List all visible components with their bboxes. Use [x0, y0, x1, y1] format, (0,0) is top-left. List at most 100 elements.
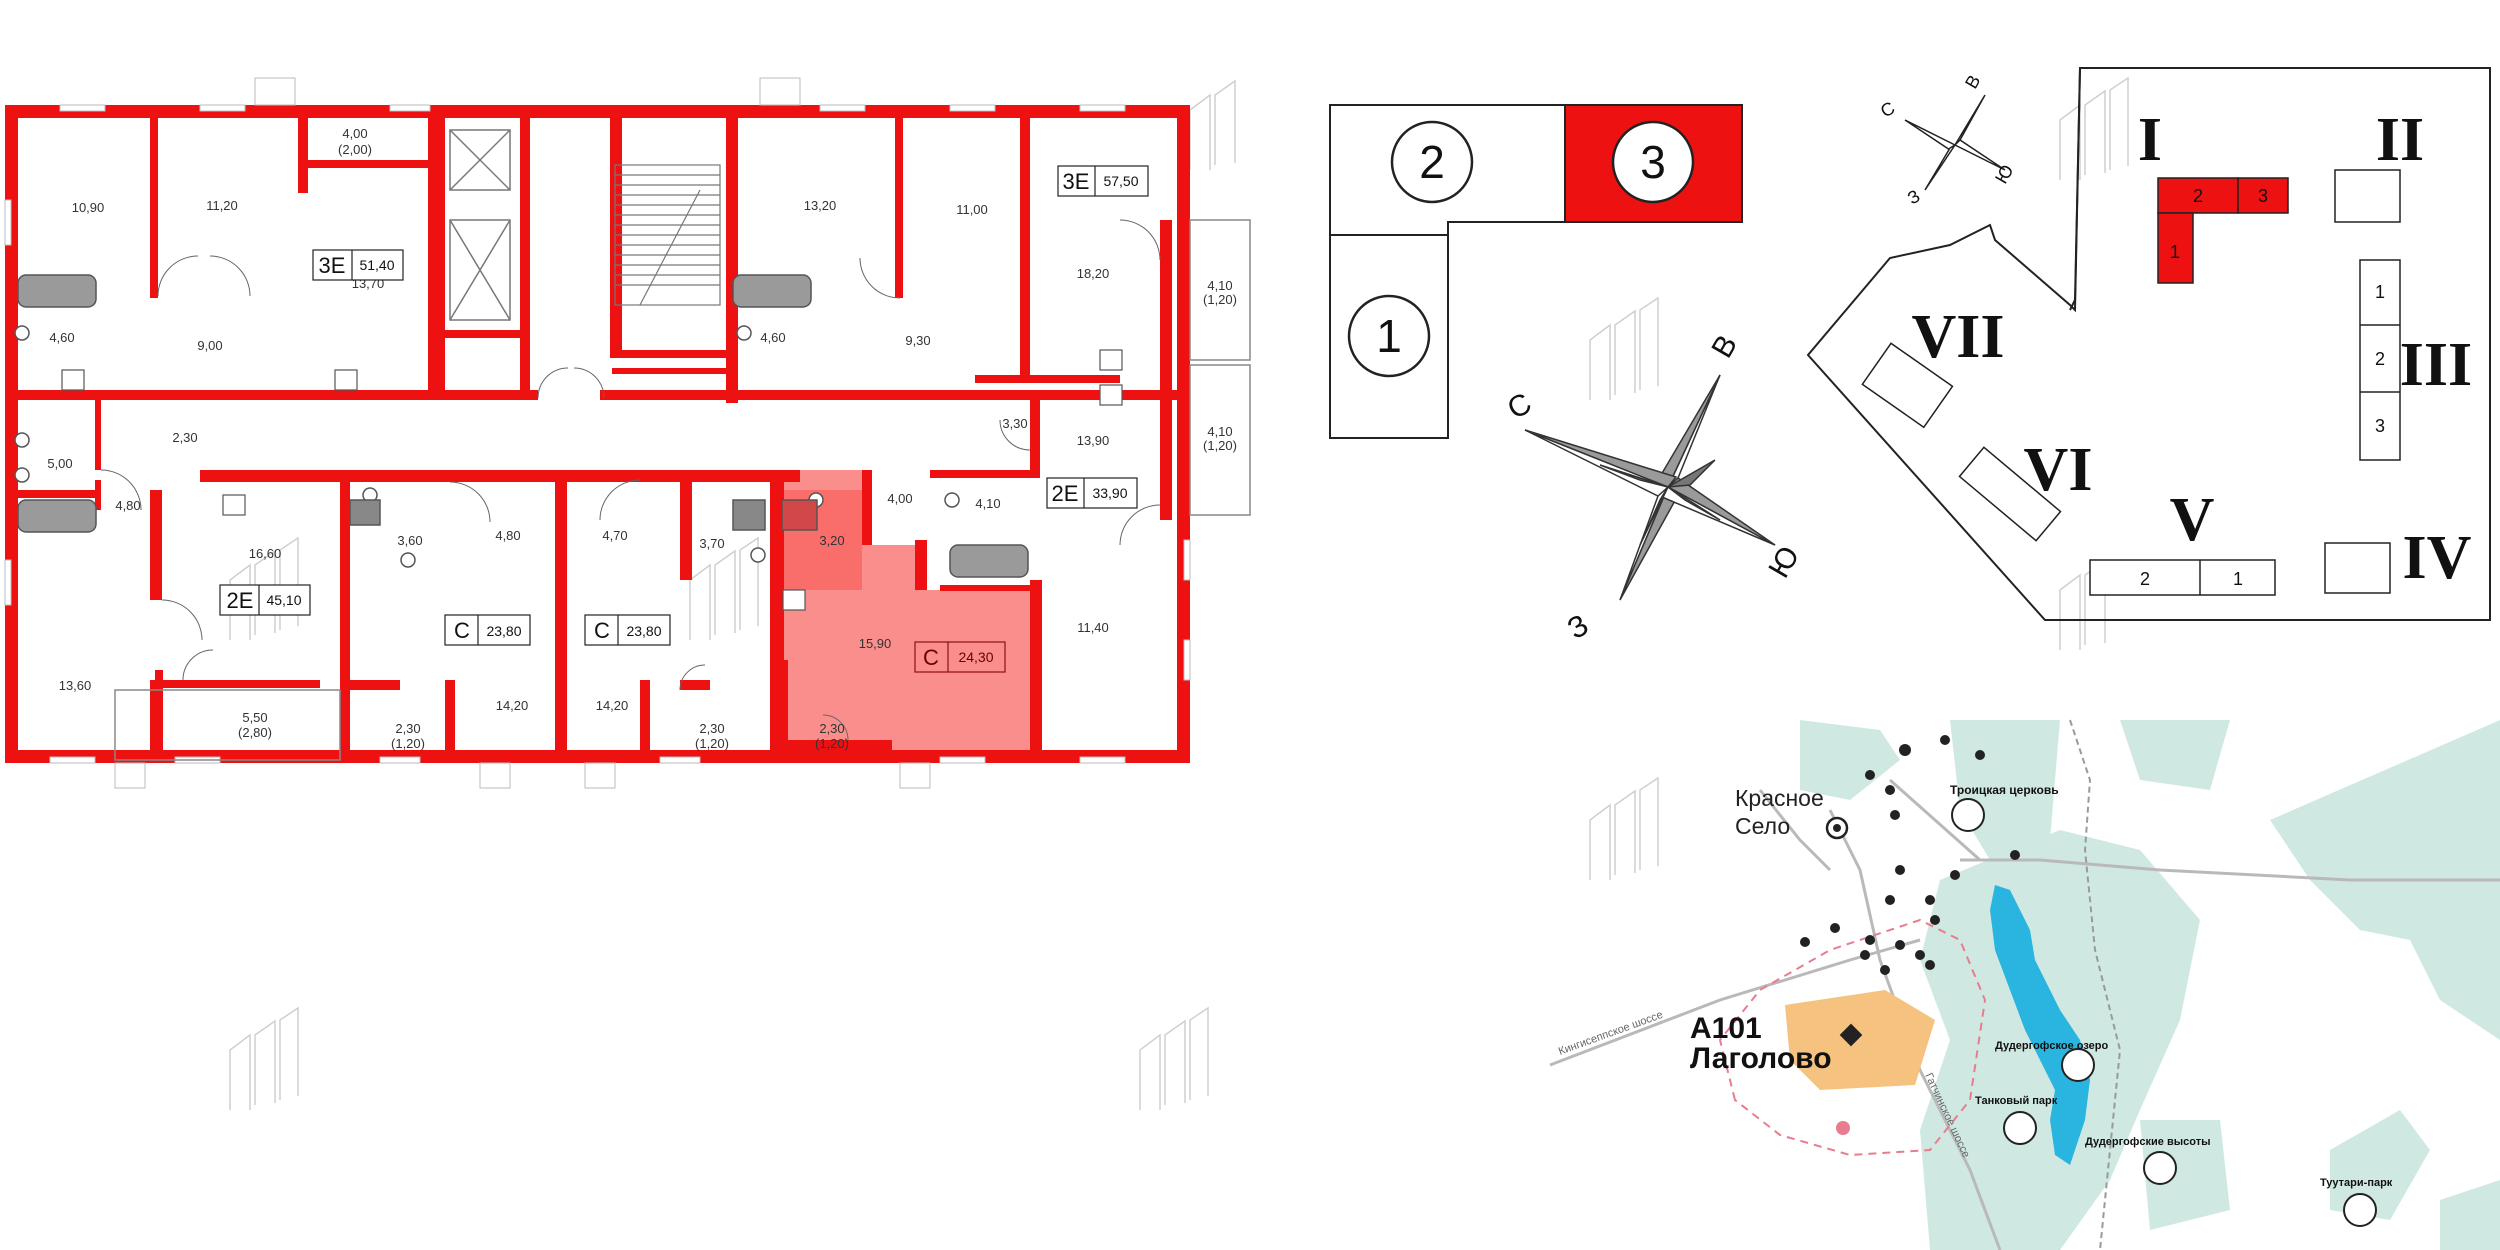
apartment-tag[interactable]: С 23,80	[444, 614, 531, 646]
apartment-tag[interactable]: 3Е 51,40	[312, 249, 404, 281]
building-v-section: 1	[2233, 569, 2243, 589]
lake	[1990, 885, 2090, 1165]
poi-label: Туутари-парк	[2320, 1177, 2393, 1189]
bathtubs	[17, 274, 1029, 578]
room-area: (2,00)	[338, 142, 372, 157]
svg-text:С: С	[923, 645, 939, 670]
svg-text:57,50: 57,50	[1103, 173, 1138, 189]
section-3[interactable]: 3	[1611, 120, 1695, 204]
building-label: VI	[2024, 436, 2093, 504]
room-area: (1,20)	[695, 736, 729, 751]
site-compass	[1904, 94, 2006, 191]
site-compass-north: С	[1877, 98, 1898, 122]
building-v-section: 2	[2140, 569, 2150, 589]
room-area: 13,20	[804, 198, 837, 213]
road-label: Кингисеппское шоссе	[1557, 1009, 1665, 1058]
balconies	[114, 219, 1251, 761]
room-area: 15,90	[859, 636, 892, 651]
room-area: 9,30	[905, 333, 930, 348]
rail	[2069, 719, 2122, 1250]
building-iii-section: 1	[2375, 282, 2385, 302]
svg-text:33,90: 33,90	[1092, 485, 1127, 501]
compass-north: С	[1502, 387, 1537, 426]
room-area: 3,60	[397, 533, 422, 548]
svg-text:45,10: 45,10	[266, 592, 301, 608]
room-area: 4,80	[495, 528, 520, 543]
compass-rose: С В Ю З	[1502, 330, 1806, 646]
room-area: 2,30	[699, 721, 724, 736]
room-area: (1,20)	[815, 736, 849, 751]
room-area: 13,90	[1077, 433, 1110, 448]
room-area: 9,00	[197, 338, 222, 353]
svg-text:2: 2	[1419, 136, 1445, 188]
city-name-line1: Красное	[1735, 785, 1824, 811]
poi-label: Дудергофские высоты	[2085, 1136, 2210, 1148]
room-area: 4,10	[975, 496, 1000, 511]
room-area: (1,20)	[391, 736, 425, 751]
room-area: 11,20	[206, 198, 238, 213]
svg-text:23,80: 23,80	[626, 623, 661, 639]
room-area: (1,20)	[1203, 292, 1237, 307]
doors	[100, 219, 1161, 741]
building-label: IV	[2403, 524, 2472, 592]
section-1[interactable]: 1	[1347, 294, 1431, 378]
site-compass-east: В	[1961, 72, 1984, 92]
room-area: 2,30	[172, 430, 197, 445]
room-area: 3,70	[699, 536, 724, 551]
walls	[5, 105, 1190, 763]
poi-markers	[1951, 798, 2377, 1227]
svg-text:51,40: 51,40	[359, 257, 394, 273]
project-name-line1: А101	[1690, 1012, 1762, 1045]
room-area: 10,90	[72, 200, 105, 215]
building-i-section: 1	[2170, 242, 2180, 262]
room-area: 4,00	[887, 491, 912, 506]
room-area: 4,80	[115, 498, 140, 513]
apartment-highlight[interactable]	[782, 470, 1030, 760]
apartment-tags: 3Е 51,40 2Е 45,10 С 23,80 С 23,80	[219, 165, 1149, 673]
room-area: 11,00	[956, 202, 988, 217]
apartment-tag[interactable]: 2Е 45,10	[219, 584, 311, 616]
other-buildings[interactable]	[1861, 169, 2401, 596]
location-map: Красное Село А101 Лаголово Троицкая церк…	[1549, 719, 2500, 1250]
building-iii-section: 3	[2375, 416, 2385, 436]
room-area: 4,60	[760, 330, 785, 345]
svg-text:С: С	[454, 618, 470, 643]
building-i-section: 3	[2258, 186, 2268, 206]
project-marker-icon	[1839, 1023, 1863, 1047]
apartment-tag[interactable]: 3Е 57,50	[1057, 165, 1149, 197]
room-area: 14,20	[496, 698, 529, 713]
poi-label: Дудергофское озеро	[1995, 1040, 2109, 1052]
section-selector: 2 3 1	[1329, 104, 1743, 439]
windows	[4, 77, 1191, 789]
site-plan: С В Ю З 2 3 1 1 2 3 2 1 I II	[1806, 67, 2491, 621]
project-area[interactable]	[1785, 990, 1935, 1090]
city-name-line2: Село	[1735, 813, 1790, 839]
project-name-line2: Лаголово	[1690, 1042, 1832, 1075]
svg-text:1: 1	[1376, 310, 1402, 362]
svg-text:3: 3	[1640, 136, 1666, 188]
stoves	[61, 349, 1123, 611]
apartment-tag[interactable]: С 23,80	[584, 614, 671, 646]
compass-west: З	[1562, 608, 1594, 646]
room-area: 14,20	[596, 698, 629, 713]
room-area: 2,30	[395, 721, 420, 736]
room-area: (2,80)	[238, 725, 272, 740]
room-area: 4,00	[342, 126, 367, 141]
staircase	[614, 164, 721, 306]
site-compass-west: З	[1904, 186, 1923, 209]
apartment-tag[interactable]: 2Е 33,90	[1046, 477, 1138, 509]
room-area: 4,70	[602, 528, 627, 543]
toilets	[349, 499, 818, 531]
room-area: 16,60	[249, 546, 282, 561]
section-2[interactable]: 2	[1390, 120, 1474, 204]
room-area: 4,60	[49, 330, 74, 345]
building-i[interactable]	[2157, 177, 2289, 284]
room-area: 4,10	[1207, 278, 1232, 293]
walking-route	[1718, 918, 1987, 1157]
compass-east: В	[1705, 330, 1744, 364]
svg-text:2Е: 2Е	[1052, 481, 1079, 506]
apartment-tag-highlighted[interactable]: С 24,30	[914, 641, 1006, 673]
building-label: V	[2170, 486, 2215, 554]
walk-icon	[1836, 1121, 1850, 1135]
